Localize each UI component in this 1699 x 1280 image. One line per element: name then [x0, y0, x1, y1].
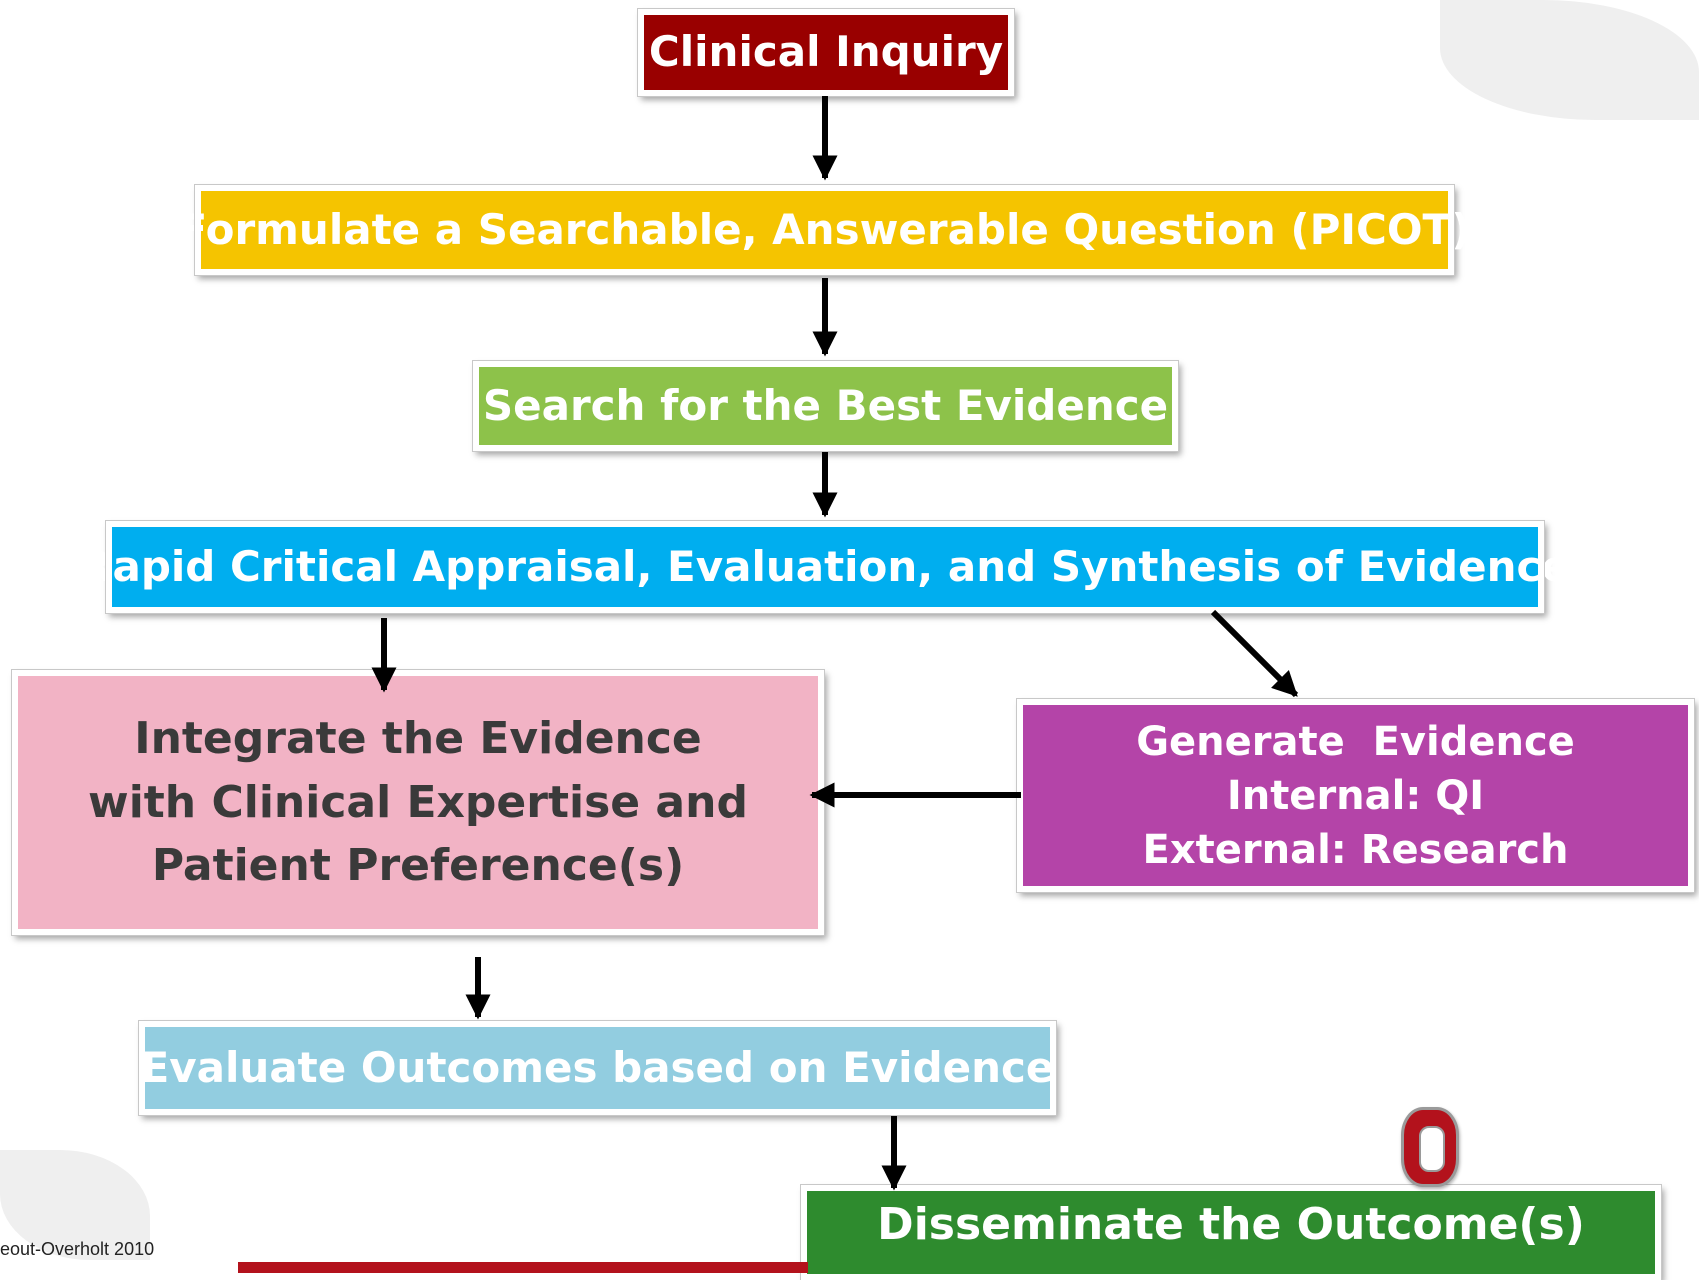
footer-bar	[238, 1262, 808, 1273]
step-critical-appraisal: Rapid Critical Appraisal, Evaluation, an…	[80, 520, 1570, 614]
step-evaluate-outcomes-label: Evaluate Outcomes based on Evidence	[140, 1042, 1055, 1092]
block-o-logo-icon	[1401, 1107, 1459, 1187]
step-critical-appraisal-label: Rapid Critical Appraisal, Evaluation, an…	[80, 541, 1570, 591]
step-disseminate-outcomes: Disseminate the Outcome(s)	[800, 1184, 1662, 1280]
arrow-appraisal-to-generate	[1210, 609, 1299, 698]
step-formulate-question: Formulate a Searchable, Answerable Quest…	[179, 184, 1470, 276]
step-search-evidence-label: Search for the Best Evidence	[482, 380, 1169, 430]
step-generate-line-2: Internal: QI	[1226, 772, 1485, 819]
step-integrate-line-1: Integrate the Evidence	[134, 712, 702, 764]
step-clinical-inquiry-label: Clinical Inquiry	[648, 27, 1004, 77]
step-search-evidence: Search for the Best Evidence	[472, 360, 1179, 452]
step-formulate-question-label: Formulate a Searchable, Answerable Quest…	[178, 204, 1471, 254]
step-integrate-line-2: with Clinical Expertise and	[88, 776, 748, 828]
step-disseminate-outcomes-label: Disseminate the Outcome(s)	[877, 1199, 1585, 1250]
step-integrate-line-3: Patient Preference(s)	[151, 840, 685, 892]
step-generate-line-1: Generate Evidence	[1136, 718, 1575, 765]
step-clinical-inquiry: Clinical Inquiry	[637, 8, 1015, 97]
step-generate-evidence: Generate Evidence Internal: QI External:…	[1016, 698, 1695, 893]
footer-credit: eout-Overholt 2010	[0, 1239, 155, 1259]
step-evaluate-outcomes: Evaluate Outcomes based on Evidence	[138, 1020, 1057, 1116]
step-generate-line-3: External: Research	[1142, 826, 1569, 873]
